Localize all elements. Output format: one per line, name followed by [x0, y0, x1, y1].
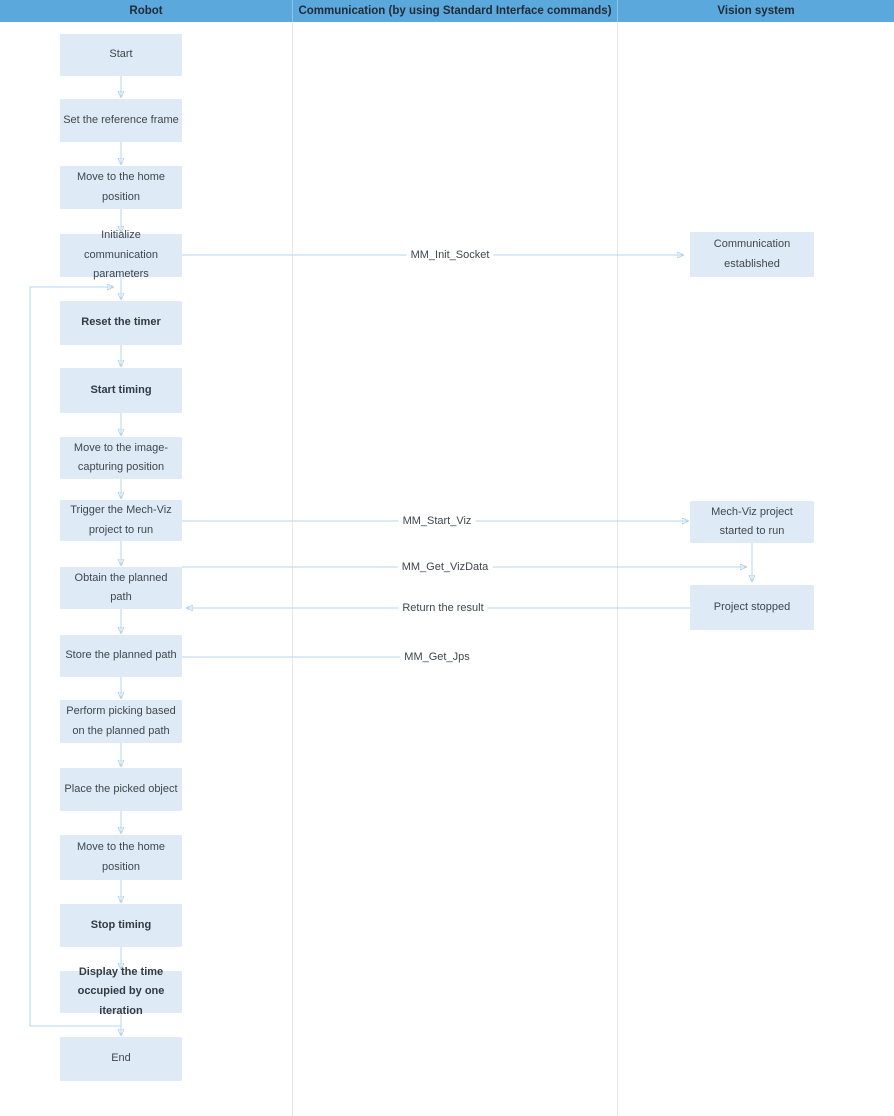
flow-node-display-iteration-time: Display the time occupied by one iterati…: [60, 966, 182, 1017]
flow-node-obtain-planned-path: Obtain the planned path: [60, 567, 182, 609]
lane-title-robot: Robot: [129, 5, 163, 17]
flow-node-communication-established: Communication established: [690, 232, 814, 277]
flow-node-start-timing: Start timing: [60, 368, 182, 413]
message-label-mm-get-vizdata: MM_Get_VizData: [397, 561, 493, 573]
flow-node-perform-picking: Perform picking based on the planned pat…: [60, 700, 182, 743]
flow-node-reset-timer: Reset the timer: [60, 301, 182, 345]
flow-node-stop-timing: Stop timing: [60, 904, 182, 947]
flow-node-store-planned-path: Store the planned path: [60, 635, 182, 677]
flow-node-trigger-mech-viz: Trigger the Mech-Viz project to run: [60, 500, 182, 541]
flow-node-move-to-home-1: Move to the home position: [60, 166, 182, 209]
lane-separator-right: [617, 22, 618, 1116]
flow-node-move-to-home-2: Move to the home position: [60, 835, 182, 880]
flow-node-viz-project-started: Mech-Viz project started to run: [690, 501, 814, 543]
swimlane-header: Robot Communication (by using Standard I…: [0, 0, 894, 22]
flow-node-initialize-communication: Initialize communication parameters: [60, 229, 182, 280]
flow-node-end: End: [60, 1037, 182, 1081]
flow-node-set-reference-frame: Set the reference frame: [60, 99, 182, 142]
flow-node-move-to-image-capturing: Move to the image-capturing position: [60, 437, 182, 479]
flow-node-project-stopped: Project stopped: [690, 585, 814, 630]
lane-title-vision-system: Vision system: [717, 5, 795, 17]
flow-node-start: Start: [60, 34, 182, 76]
lane-title-communication: Communication (by using Standard Interfa…: [292, 0, 618, 22]
message-label-mm-start-viz: MM_Start_Viz: [398, 515, 476, 527]
message-label-return-the-result: Return the result: [398, 602, 488, 614]
lane-separator-left: [292, 22, 293, 1116]
message-label-mm-init-socket: MM_Init_Socket: [406, 249, 494, 261]
flow-node-place-picked-object: Place the picked object: [60, 768, 182, 811]
message-label-mm-get-jps: MM_Get_Jps: [400, 651, 474, 663]
